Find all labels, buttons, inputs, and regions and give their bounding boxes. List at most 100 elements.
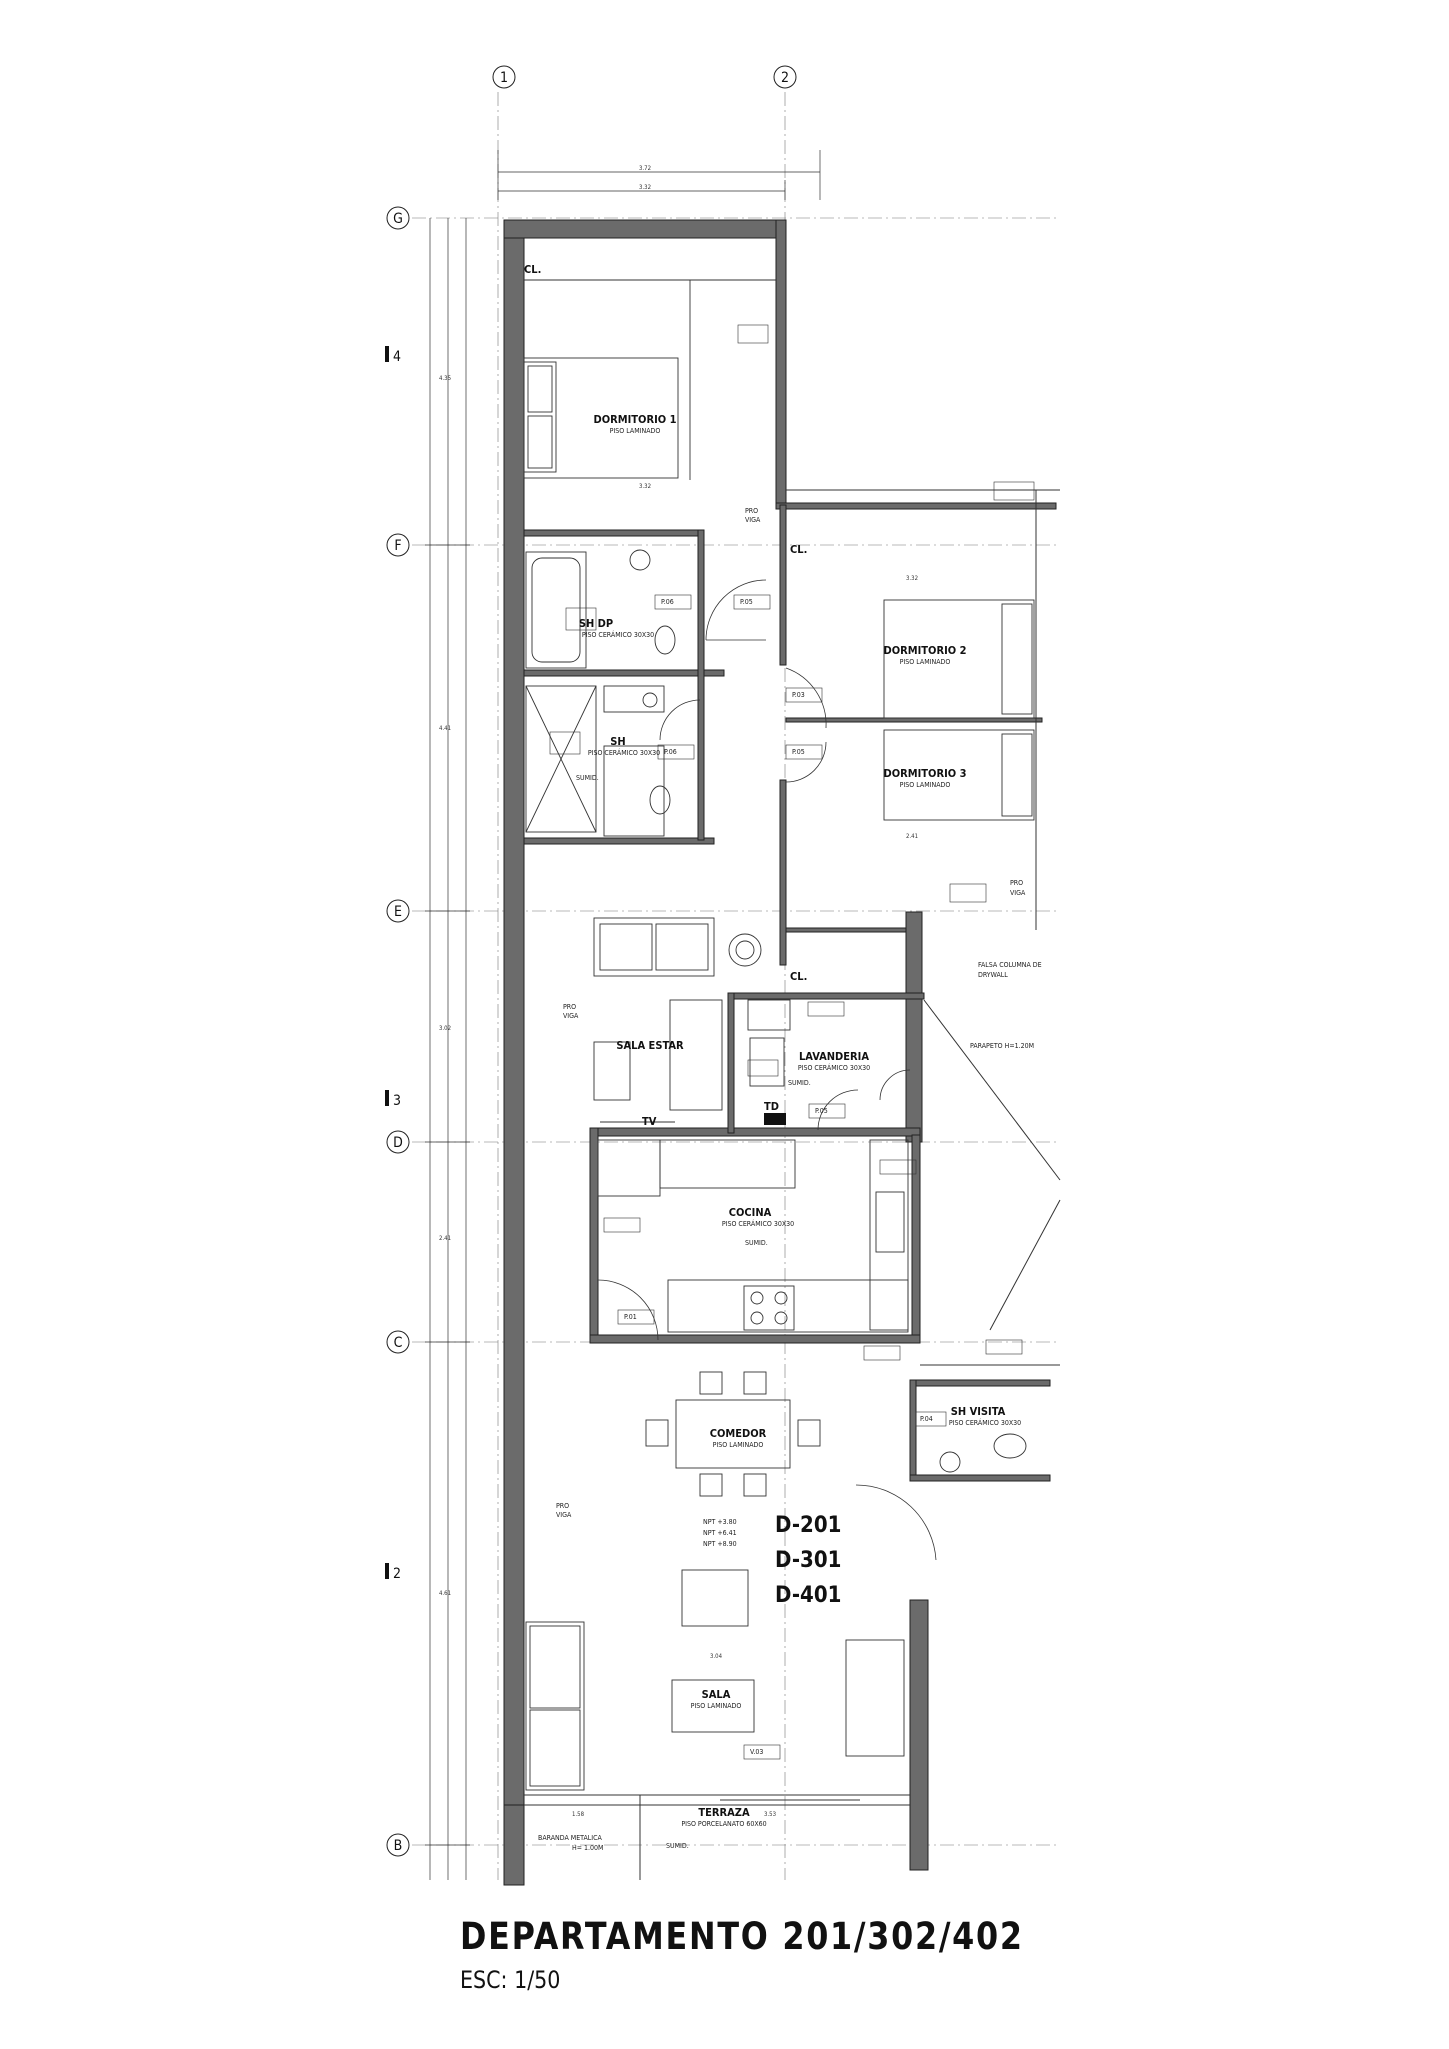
- door-tag-p05b: P.05: [792, 748, 805, 756]
- terraza-name: TERRAZA: [698, 1806, 750, 1819]
- dim-dorm3-width: 2.41: [906, 833, 918, 840]
- dept-code-301: D-301: [775, 1548, 841, 1573]
- sala-estar-name: SALA ESTAR: [616, 1039, 684, 1052]
- sala-floor: PISO LAMINADO: [691, 1702, 742, 1710]
- axis-row-e: E: [386, 899, 410, 923]
- door-swings: [597, 579, 937, 1561]
- axis-column-1: 1: [492, 65, 516, 89]
- door-tag-p01: P.01: [624, 1313, 637, 1321]
- sh-dp-floor: PISO CERÁMICO 30X30: [582, 630, 654, 639]
- td-panel: [764, 1113, 786, 1125]
- dim-top-inner: 3.32: [639, 184, 651, 191]
- axis-row-c: C: [386, 1330, 410, 1354]
- lavanderia-floor: PISO CERÁMICO 30X30: [798, 1063, 870, 1072]
- side-mark-4: 4: [385, 346, 401, 365]
- npt-label-2: NPT +6.41: [703, 1529, 737, 1537]
- dormitorio-3-floor: PISO LAMINADO: [900, 781, 951, 789]
- door-tag-p06b: P.06: [664, 748, 677, 756]
- cocina-name: COCINA: [729, 1206, 772, 1219]
- baranda-label-1: BARANDA METALICA: [538, 1834, 603, 1842]
- room-sala: SALA PISO LAMINADO: [691, 1688, 742, 1710]
- axis-row-c-label: C: [394, 1335, 403, 1351]
- room-sh-dp: SH DP PISO CERÁMICO 30X30: [579, 617, 654, 639]
- axis-row-b-label: B: [394, 1838, 403, 1854]
- dim-dorm1-width: 3.32: [639, 483, 651, 490]
- room-dormitorio-1: DORMITORIO 1 PISO LAMINADO: [594, 413, 677, 435]
- closet-label-3: CL.: [790, 970, 807, 983]
- side-mark-4-label: 4: [393, 349, 401, 365]
- terraza-floor: PISO PORCELANATO 60X60: [681, 1820, 766, 1828]
- sh-visita-floor: PISO CERÁMICO 30X30: [949, 1418, 1021, 1427]
- door-tag-v03: V.03: [750, 1748, 763, 1756]
- falsa-columna-label-1: FALSA COLUMNA DE: [978, 961, 1042, 969]
- door-tag-p04: P.04: [920, 1415, 933, 1423]
- room-sala-estar: SALA ESTAR: [616, 1039, 684, 1052]
- sh-visita-name: SH VISITA: [951, 1405, 1006, 1418]
- axis-column-1-label: 1: [500, 70, 508, 86]
- door-tags: P.05 P.06 P.03 P.05 P.06 P.05 P.01 V.03 …: [549, 324, 1035, 1760]
- sh-floor: PISO CERÁMICO 30X30: [588, 748, 660, 757]
- door-tag-p03: P.03: [792, 691, 805, 699]
- pro-viga-label-2a: PRO: [1010, 879, 1023, 887]
- room-lavanderia: LAVANDERIA PISO CERÁMICO 30X30: [798, 1050, 870, 1072]
- axis-column-2-label: 2: [781, 70, 789, 86]
- axis-row-g-label: G: [393, 211, 403, 227]
- pro-viga-label-3a: PRO: [563, 1003, 576, 1011]
- sumid-label-4: SUMID.: [666, 1842, 689, 1850]
- dim-dorm2-width: 3.32: [906, 575, 918, 582]
- room-terraza: TERRAZA PISO PORCELANATO 60X60: [681, 1806, 766, 1828]
- room-dormitorio-3: DORMITORIO 3 PISO LAMINADO: [884, 767, 967, 789]
- dept-codes: D-201 D-301 D-401: [775, 1513, 841, 1608]
- door-tag-p05: P.05: [740, 598, 753, 606]
- pro-viga-label-4b: VIGA: [556, 1511, 572, 1519]
- plan-scale: ESC: 1/50: [460, 1966, 561, 1994]
- npt-label-3: NPT +8.90: [703, 1540, 737, 1548]
- dim-left-5: 4.61: [439, 1590, 451, 1597]
- axis-row-b: B: [386, 1833, 410, 1857]
- parapeto-label: PARAPETO H=1.20M: [970, 1042, 1034, 1050]
- dormitorio-2-name: DORMITORIO 2: [884, 644, 967, 657]
- side-mark-2-label: 2: [393, 1566, 401, 1582]
- pro-viga-label-4a: PRO: [556, 1502, 569, 1510]
- npt-label-1: NPT +3.80: [703, 1518, 737, 1526]
- adjacent-lines: [524, 489, 1061, 1880]
- dim-terraza-left: 1.58: [572, 1811, 585, 1818]
- side-mark-3-label: 3: [393, 1093, 401, 1109]
- axis-row-d-label: D: [393, 1135, 403, 1151]
- sumid-label-1: SUMID.: [576, 774, 599, 782]
- baranda-label-2: H= 1.00M: [572, 1844, 603, 1852]
- dim-left-2: 4.41: [439, 725, 451, 732]
- comedor-floor: PISO LAMINADO: [713, 1441, 764, 1449]
- room-sh-visita: SH VISITA PISO CERÁMICO 30X30: [949, 1405, 1021, 1427]
- axis-column-2: 2: [773, 65, 797, 89]
- furniture: [523, 279, 1035, 1791]
- plan-title: DEPARTAMENTO 201/302/402: [460, 1915, 1024, 1958]
- sala-name: SALA: [702, 1688, 731, 1701]
- axis-row-f: F: [386, 533, 410, 557]
- sh-name: SH: [610, 735, 625, 748]
- falsa-columna-label-2: DRYWALL: [978, 971, 1008, 979]
- side-mark-3: 3: [385, 1090, 401, 1109]
- walls: [503, 219, 1057, 1886]
- closet-label-2: CL.: [790, 543, 807, 556]
- dim-sala-width: 3.04: [710, 1653, 723, 1660]
- room-comedor: COMEDOR PISO LAMINADO: [710, 1427, 767, 1449]
- dormitorio-1-name: DORMITORIO 1: [594, 413, 677, 426]
- pro-viga-label-3b: VIGA: [563, 1012, 579, 1020]
- room-cocina: COCINA PISO CERÁMICO 30X30: [722, 1206, 794, 1228]
- lavanderia-name: LAVANDERIA: [799, 1050, 869, 1063]
- dim-top-total: 3.72: [639, 165, 651, 172]
- dim-left-3: 3.02: [439, 1025, 451, 1032]
- dormitorio-2-floor: PISO LAMINADO: [900, 658, 951, 666]
- axis-row-d: D: [386, 1130, 410, 1154]
- pro-viga-label-1b: VIGA: [745, 516, 761, 524]
- dept-code-201: D-201: [775, 1513, 841, 1538]
- side-mark-2: 2: [385, 1563, 401, 1582]
- door-tag: [549, 324, 1035, 1760]
- sumid-label-2: SUMID.: [788, 1079, 811, 1087]
- pro-viga-label-2b: VIGA: [1010, 889, 1026, 897]
- tv-label: TV: [642, 1115, 657, 1128]
- td-label: TD: [764, 1100, 779, 1113]
- dept-code-401: D-401: [775, 1583, 841, 1608]
